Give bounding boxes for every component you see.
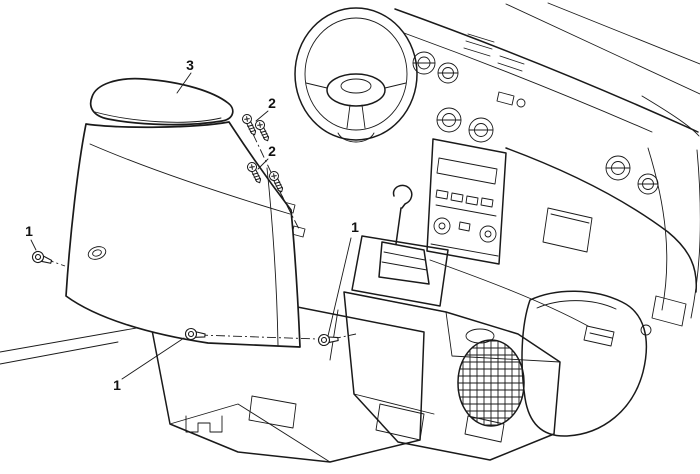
bracket-slots [185,415,223,433]
door-panel [521,290,648,437]
wheel-rim-outer [294,7,418,141]
callout-leaders [30,72,352,380]
steering-column [337,132,375,143]
shift-boot-folds [381,251,428,271]
dash-right-end [641,95,700,137]
centerline-screws-lower [278,189,300,230]
wheel-hub [326,73,386,107]
push-pin-icon [30,249,54,268]
windshield-pillar-lines [505,2,700,95]
center-stack-outline [426,138,507,265]
door-panel-outline [521,290,648,437]
leader-2-upper [255,110,269,122]
round-vent [437,62,459,84]
leader-2-lower [257,158,269,170]
door-trim-edge [640,147,700,336]
round-vent [605,155,631,181]
dash-cowl-line [403,32,653,133]
door-panel-inner [536,300,617,310]
shifter-plate [351,235,449,307]
gear-shifter [351,184,449,307]
centerline-pin-bottom [198,334,319,340]
callout-1-bottom-label: 1 [113,377,121,393]
leader-1-bottom [121,337,185,380]
callout-1-right-label: 1 [351,219,359,235]
armrest-pad [89,77,234,126]
dash-knee-line [429,259,589,327]
screw-icon [253,118,273,144]
panel-crease [89,143,291,215]
shift-lever [395,207,402,245]
speaker-grille-outline [457,339,525,427]
dash-vents [412,51,659,195]
stack-lower-line [430,243,499,257]
wheel-spokes [305,82,407,129]
defrost-louvers [463,33,525,72]
radio-buttons [435,189,497,217]
hazard-switch [496,91,526,108]
callout-1-left-label: 1 [25,223,33,239]
callout-2-upper-label: 2 [268,95,276,111]
armrest-underside [94,111,222,123]
panel-hole-inner [92,249,102,257]
console-vent [464,415,505,443]
leader-1-left [30,239,37,251]
dash-top-edge [394,8,699,133]
wheel-hub-pad [340,78,372,94]
center-stack [426,138,507,265]
leader-3 [176,72,192,94]
speaker-grille-mesh [457,339,525,427]
panel-rear-fold [266,167,279,346]
floor-lines [0,325,149,365]
door-handle [583,325,615,347]
wheel-rim-inner [304,17,408,131]
callouts: 3 2 2 1 1 1 [25,57,359,393]
bracket-plate [248,395,297,429]
round-vent [468,117,494,143]
leader-1-right [327,237,352,337]
glovebox-lid [542,207,593,253]
panel-hole [87,246,107,260]
callout-2-lower-label: 2 [268,143,276,159]
hvac-knobs [433,217,497,243]
radio-display [436,157,498,185]
round-vent [637,173,659,195]
console-side-panel [65,77,301,348]
shift-boot [378,241,430,285]
speaker-grille [457,339,525,427]
dash-lower-sweep [505,147,698,293]
round-vent [436,107,462,133]
steering-wheel [294,7,418,143]
panel-body [65,121,301,348]
dashboard [394,8,700,327]
shift-knob [392,184,413,209]
round-vent [412,51,436,75]
console-base-outline [343,291,561,461]
console-base [343,291,561,461]
callout-3-label: 3 [186,57,194,73]
